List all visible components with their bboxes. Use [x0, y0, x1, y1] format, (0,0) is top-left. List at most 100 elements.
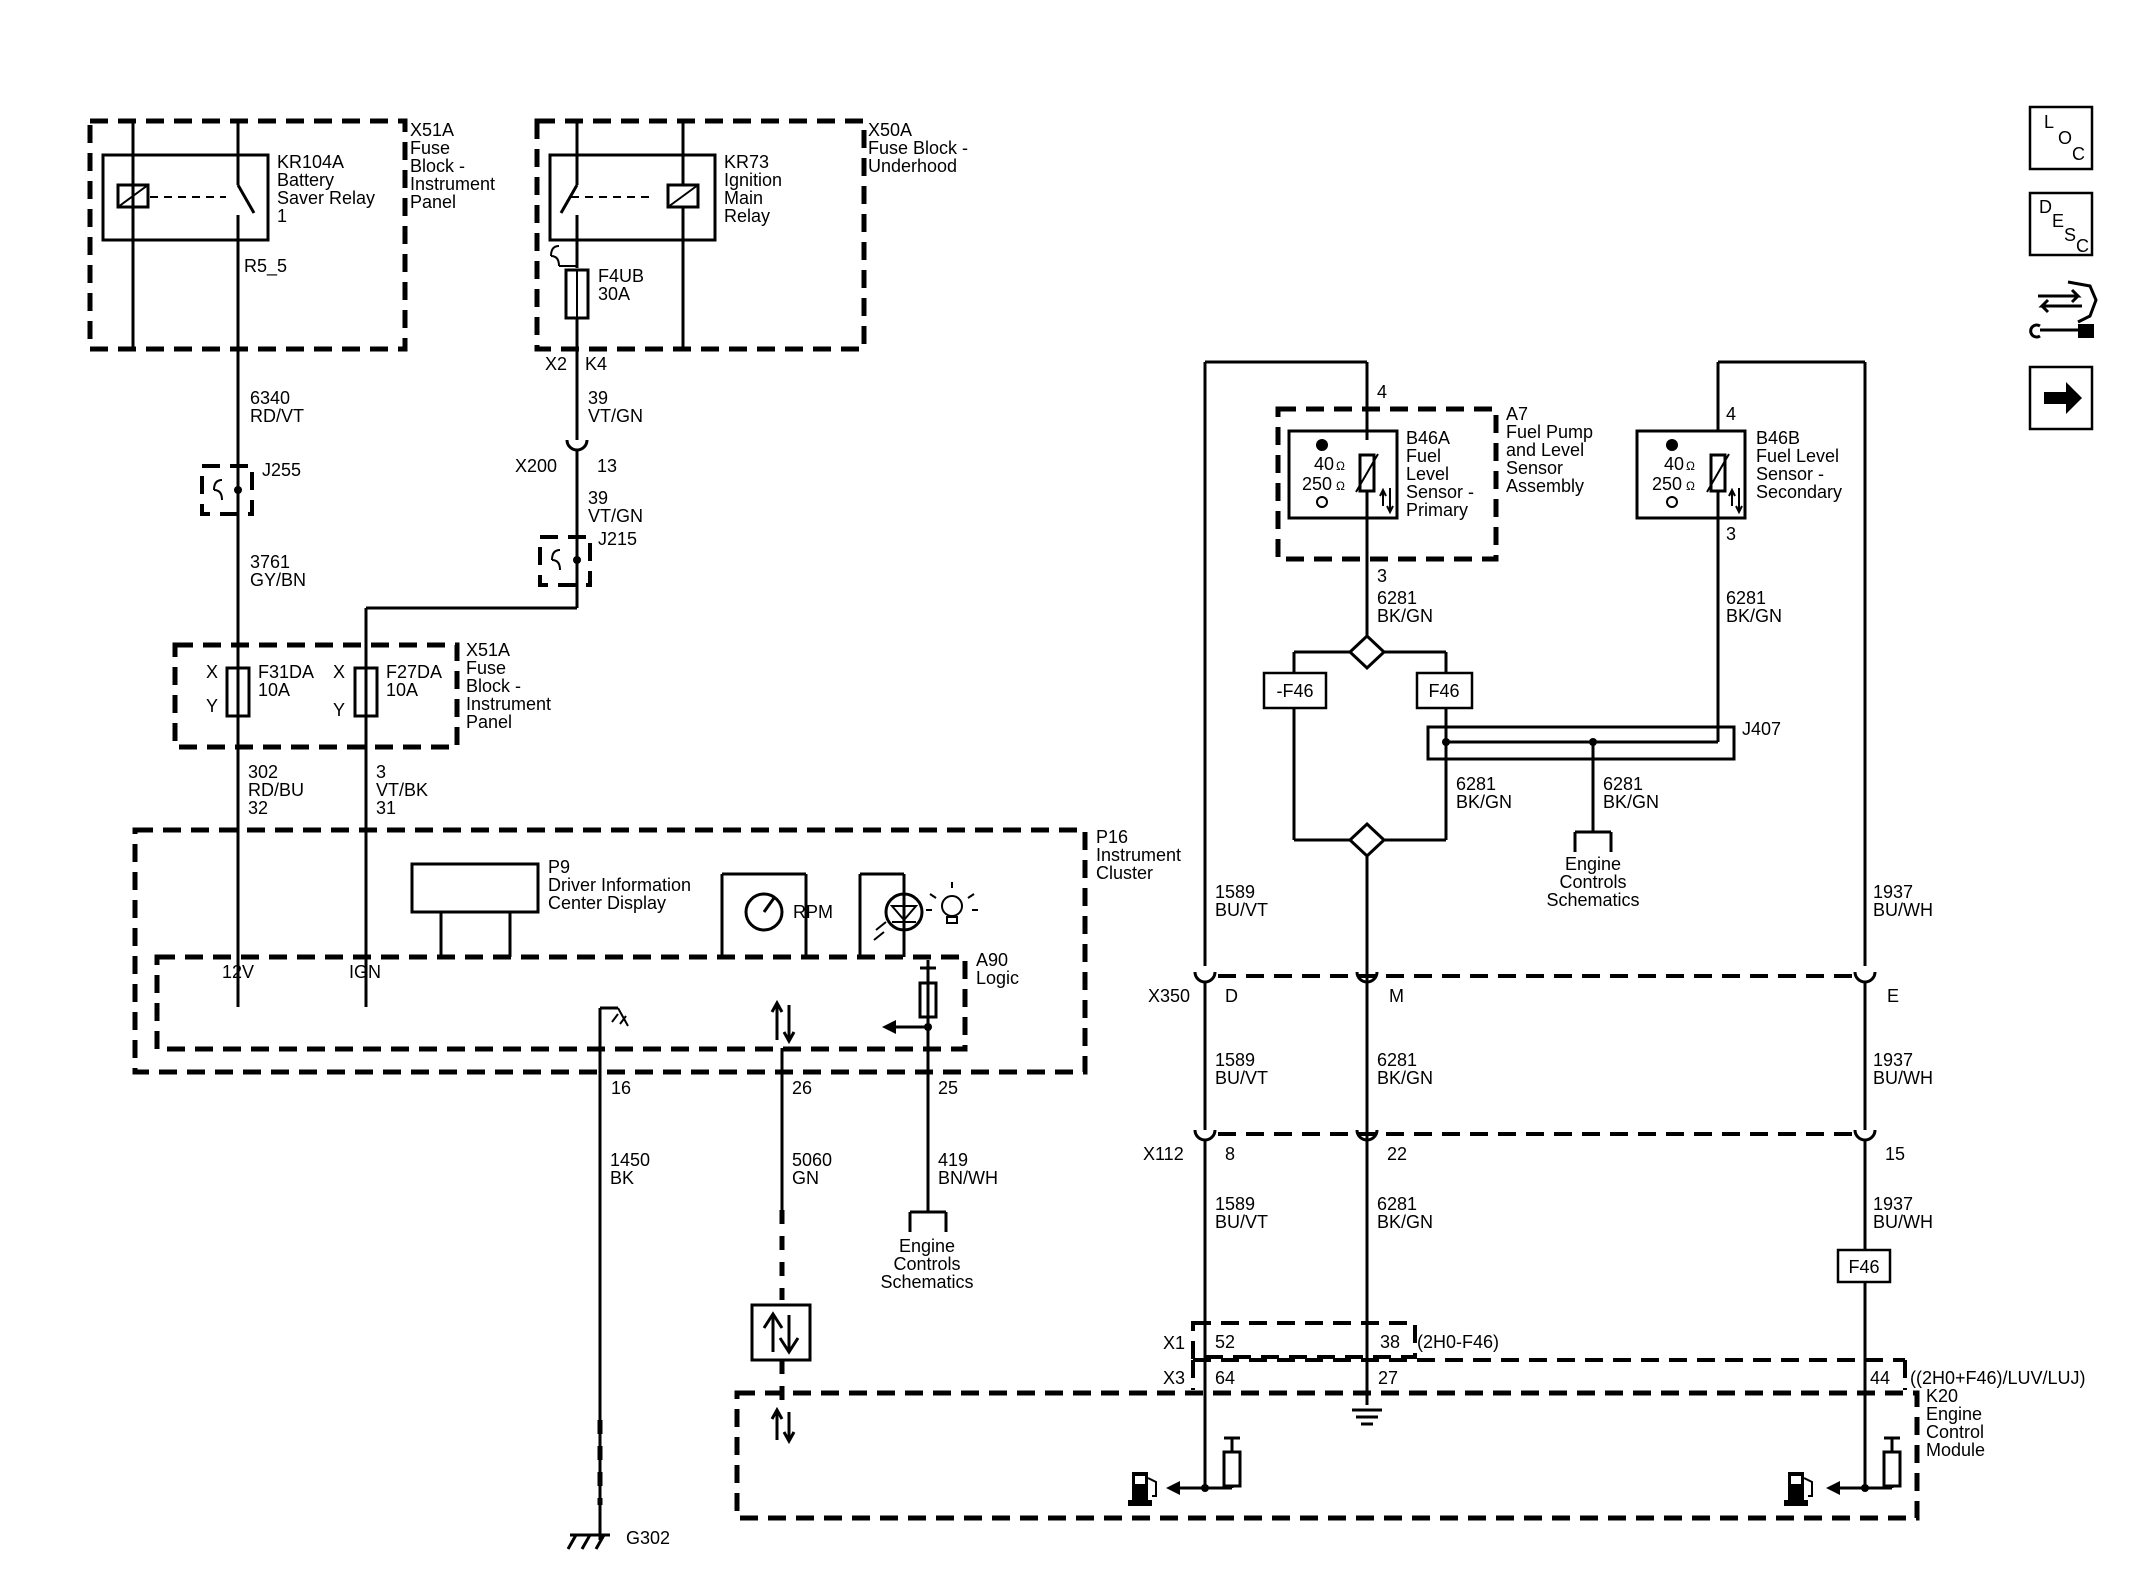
wire-1450-color: BK [610, 1168, 634, 1188]
f31da-label: F31DA [258, 662, 314, 682]
wire-5060-num: 5060 [792, 1150, 832, 1170]
fuel-pump-icon [1784, 1472, 1813, 1506]
a7-l1: Fuel Pump [1506, 422, 1593, 442]
b46a-l2: Level [1406, 464, 1449, 484]
f27da-fuse [353, 666, 379, 718]
desc-button[interactable]: D E S C [2028, 191, 2094, 257]
x50a-l2: Underhood [868, 156, 957, 176]
loc-letter-c: C [2072, 144, 2085, 164]
b46b-250: 250 [1652, 474, 1682, 494]
kr104a-label: KR104A [277, 152, 344, 172]
wire-419-pin: 25 [938, 1078, 958, 1098]
x1-connector [1191, 1321, 1417, 1359]
wire-6281c-color: BK/GN [1603, 792, 1659, 812]
wire-302-pin: 32 [248, 798, 268, 818]
next-arrow-button[interactable] [2028, 365, 2094, 431]
j215-splice [538, 535, 592, 587]
f31da-y: Y [206, 696, 218, 716]
b46a-l1: Fuel [1406, 446, 1441, 466]
x112-label: X112 [1143, 1144, 1184, 1164]
x51a-mid-l2: Block - [466, 676, 521, 696]
fuel-empty-icon [1666, 496, 1678, 508]
x112-15: 15 [1885, 1144, 1905, 1164]
g302-ground-icon [566, 1533, 610, 1550]
loc-button[interactable]: L O C [2028, 105, 2094, 171]
pullup-resistor-icon [1222, 1450, 1242, 1488]
wire-6281c-num: 6281 [1603, 774, 1643, 794]
ecs2-l1: Engine [1565, 854, 1621, 874]
b46b-sensor [1635, 429, 1747, 520]
desc-letter-d: D [2039, 197, 2052, 217]
p16-l1: Instrument [1096, 845, 1181, 865]
b46b-l2: Sensor - [1756, 464, 1824, 484]
g302-label: G302 [626, 1528, 670, 1548]
kr104a-pin: R5_5 [244, 256, 287, 277]
x350-pin-d [1193, 971, 1217, 984]
k20-engine-control-module [734, 1390, 1920, 1521]
b46a-ohm2: Ω [1336, 479, 1345, 493]
b46b-ohm2: Ω [1686, 479, 1695, 493]
wire-1937a-color: BU/WH [1873, 900, 1933, 920]
wire-1937c-num: 1937 [1873, 1194, 1913, 1214]
wire-3-pin: 31 [376, 798, 396, 818]
x51a-mid-l1: Fuse [466, 658, 506, 678]
p9-label: P9 [548, 857, 570, 877]
wire-1589b-color: BU/VT [1215, 1068, 1268, 1088]
x112-22: 22 [1387, 1144, 1407, 1164]
wire-6340-num: 6340 [250, 388, 290, 408]
b46a-250: 250 [1302, 474, 1332, 494]
option-splice-top [1347, 633, 1387, 671]
x3-27: 27 [1378, 1368, 1398, 1388]
wire-1937b-num: 1937 [1873, 1050, 1913, 1070]
pullup-resistor-icon [1882, 1450, 1902, 1488]
b46a-l3: Sensor - [1406, 482, 1474, 502]
wire-1937c-color: BU/WH [1873, 1212, 1933, 1232]
j255-label: J255 [262, 460, 301, 480]
wire-1589a-color: BU/VT [1215, 900, 1268, 920]
connector-wrench-icon[interactable] [2029, 280, 2098, 339]
wire-1937b-color: BU/WH [1873, 1068, 1933, 1088]
wire-6281b-color: BK/GN [1456, 792, 1512, 812]
x51a-mid-l4: Panel [466, 712, 512, 732]
kr73-label: KR73 [724, 152, 769, 172]
kr104a-l1: Battery [277, 170, 334, 190]
rpm-gauge-icon [744, 892, 784, 932]
a90-l1: Logic [976, 968, 1019, 988]
right-arrow-icon [2044, 382, 2082, 414]
relay-coil-icon [116, 183, 150, 209]
f31da-rating: 10A [258, 680, 290, 700]
b46b-pin-4: 4 [1726, 404, 1736, 424]
wire-5060-color: GN [792, 1168, 819, 1188]
x3-64: 64 [1215, 1368, 1235, 1388]
b46b-40: 40 [1664, 454, 1684, 474]
wire-6281f-num: 6281 [1377, 1194, 1417, 1214]
wire-6281d-num: 6281 [1726, 588, 1766, 608]
wire-6281e-num: 6281 [1377, 1050, 1417, 1070]
option-f46-b [1836, 1248, 1892, 1284]
wire-419-num: 419 [938, 1150, 968, 1170]
b46b-pin-3: 3 [1726, 524, 1736, 544]
a7-label: A7 [1506, 404, 1528, 424]
x51a-top-l1: Fuse [410, 138, 450, 158]
x51a-top-l3: Instrument [410, 174, 495, 194]
j255-splice [200, 464, 254, 516]
relay-switch-icon [236, 184, 256, 214]
a7-l2: and Level [1506, 440, 1584, 460]
led-lamp-icon [884, 892, 924, 932]
x3-note: ((2H0+F46)/LUV/LUJ) [1910, 1368, 2086, 1388]
data-arrow-icon [770, 999, 784, 1040]
f4ub-rating: 30A [598, 284, 630, 304]
loc-letter-l: L [2044, 112, 2054, 132]
option-splice-bottom [1347, 821, 1387, 859]
a7-l3: Sensor [1506, 458, 1563, 478]
wire-302-num: 302 [248, 762, 278, 782]
rpm-label: RPM [793, 902, 833, 922]
wire-1589c-color: BU/VT [1215, 1212, 1268, 1232]
wire-1589a-num: 1589 [1215, 882, 1255, 902]
p16-instrument-cluster [132, 827, 1088, 1075]
a90-12v: 12V [222, 962, 254, 982]
p16-l2: Cluster [1096, 863, 1153, 883]
x51a-mid-label: X51A [466, 640, 510, 660]
b46b-label: B46B [1756, 428, 1800, 448]
